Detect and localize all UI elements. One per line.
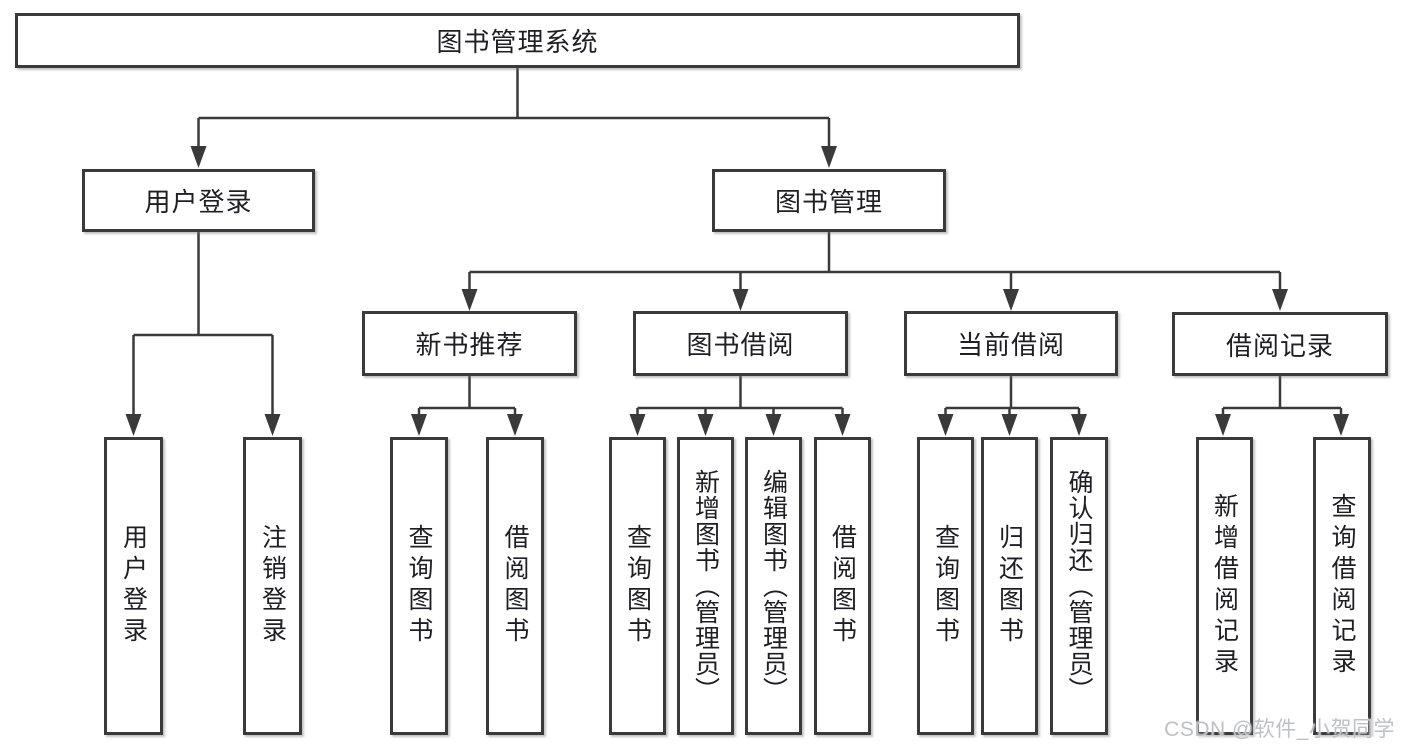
leaf-borrowing-add-books-admin: 新增图书（管理员） [677, 437, 734, 735]
leaf-logout-login-label: 注销登录 [258, 524, 287, 648]
leaf-records-add-borrow-record-label: 新增借阅记录 [1210, 493, 1239, 679]
leaf-borrowing-edit-books-admin: 编辑图书（管理员） [745, 437, 802, 735]
leaf-borrowing-query-books: 查询图书 [609, 437, 666, 735]
leaf-records-query-borrow-record-label: 查询借阅记录 [1328, 493, 1356, 679]
node-new-book-recommendation: 新书推荐 [362, 311, 577, 376]
leaf-current-query-books: 查询图书 [917, 437, 974, 735]
leaf-user-login-label: 用户登录 [119, 524, 148, 648]
leaf-recommend-borrow-books-label: 借阅图书 [501, 524, 529, 648]
csdn-watermark: CSDN @软件_小贺同学 [1164, 718, 1395, 741]
leaf-current-confirm-return-admin: 确认归还（管理员） [1050, 437, 1108, 735]
connector-lines [132, 68, 1343, 418]
arrowheads [125, 146, 1349, 436]
leaf-current-confirm-return-admin-label: 确认归还（管理员） [1065, 469, 1093, 703]
node-borrowing-records: 借阅记录 [1172, 312, 1388, 376]
leaf-logout-login: 注销登录 [243, 437, 302, 735]
leaf-current-return-books: 归还图书 [981, 437, 1038, 735]
node-current-borrowing: 当前借阅 [904, 311, 1118, 376]
leaf-borrowing-edit-books-admin-label: 编辑图书（管理员） [759, 469, 788, 703]
leaf-recommend-query-books-label: 查询图书 [405, 524, 433, 648]
leaf-borrowing-add-books-admin-label: 新增图书（管理员） [691, 469, 720, 703]
leaf-user-login: 用户登录 [104, 437, 163, 735]
leaf-borrowing-borrow-books: 借阅图书 [814, 437, 871, 735]
leaf-records-query-borrow-record: 查询借阅记录 [1313, 437, 1371, 735]
leaf-borrowing-borrow-books-label: 借阅图书 [828, 524, 857, 648]
leaf-records-add-borrow-record: 新增借阅记录 [1196, 437, 1253, 735]
node-book-management: 图书管理 [712, 169, 946, 232]
node-library-management-system: 图书管理系统 [15, 13, 1020, 68]
leaf-current-query-books-label: 查询图书 [931, 524, 960, 648]
node-user-login: 用户登录 [82, 169, 315, 232]
leaf-recommend-query-books: 查询图书 [390, 437, 448, 735]
leaf-current-return-books-label: 归还图书 [995, 524, 1024, 648]
node-book-borrowing: 图书借阅 [633, 311, 848, 376]
leaf-recommend-borrow-books: 借阅图书 [486, 437, 544, 735]
leaf-borrowing-query-books-label: 查询图书 [623, 524, 652, 648]
